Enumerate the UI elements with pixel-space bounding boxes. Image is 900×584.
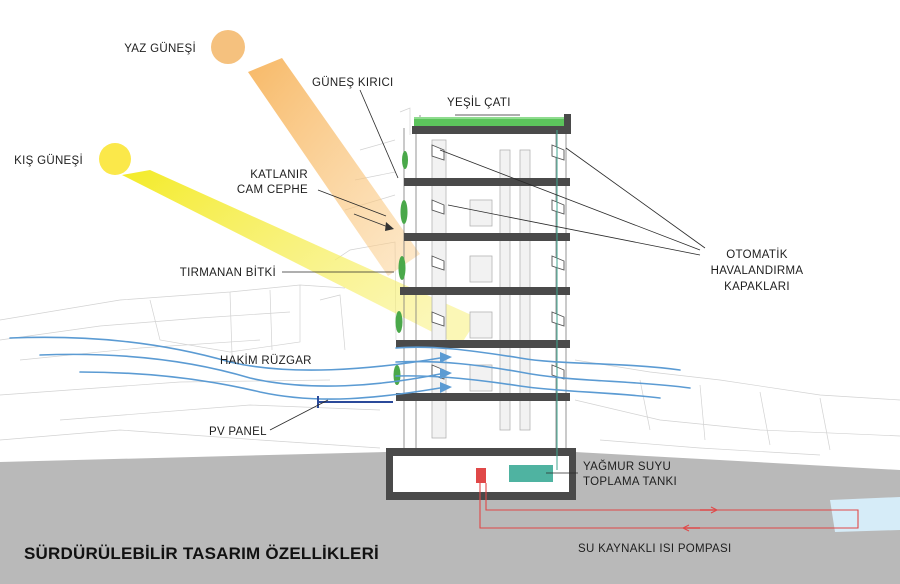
folding-glass-label-line1: KATLANIR (250, 169, 308, 181)
floor-slab (396, 340, 570, 348)
labels: YAZ GÜNEŞİ KIŞ GÜNEŞİ GÜNEŞ KIRICI YEŞİL… (14, 42, 803, 563)
floor-slabs (396, 114, 571, 401)
heat-pump-label: SU KAYNAKLI ISI POMPASI (578, 543, 731, 555)
rain-tank-label-line1: YAĞMUR SUYU (583, 460, 671, 473)
rain-tank-label-line2: TOPLAMA TANKI (583, 476, 677, 488)
winter-sun-beam (122, 170, 478, 346)
folding-glass-arrow (353, 213, 394, 231)
folding-glass-label-line2: CAM CEPHE (237, 184, 308, 196)
auto-vent-label-line3: KAPAKLARI (724, 281, 790, 293)
sun-beams (122, 58, 478, 346)
wind-arrows (9, 336, 691, 400)
auto-vent-label-line1: OTOMATİK (726, 248, 787, 261)
wind-arrowheads (440, 352, 452, 393)
heat-pump-pipe (476, 468, 859, 532)
leader-lines (269, 89, 706, 474)
building-section (386, 114, 576, 500)
pv-panel-icon (317, 396, 393, 408)
summer-sun-icon (211, 30, 245, 64)
winter-sun-label: KIŞ GÜNEŞİ (14, 154, 83, 167)
climbing-plant-shapes (393, 151, 408, 385)
floor-slab (400, 287, 570, 295)
floor-slab (412, 126, 570, 134)
climbing-plant-label: TIRMANAN BİTKİ (180, 266, 276, 279)
water-body (830, 497, 900, 532)
prevailing-wind-label: HAKİM RÜZGAR (220, 354, 312, 367)
rainwater-tank (509, 465, 553, 482)
pv-panel-label: PV PANEL (209, 426, 267, 438)
diagram-title: SÜRDÜRÜLEBİLİR TASARIM ÖZELLİKLERİ (24, 544, 379, 563)
green-roof-label: YEŞİL ÇATI (447, 96, 511, 109)
summer-sun-beam (248, 58, 420, 276)
winter-sun-icon (99, 143, 131, 175)
floor-slab (404, 233, 570, 241)
floor-slab (404, 178, 570, 186)
green-roof-strip (414, 119, 564, 126)
ground (0, 452, 900, 584)
summer-sun-label: YAZ GÜNEŞİ (124, 42, 196, 55)
floor-slab (396, 393, 570, 401)
sun-breaker-label: GÜNEŞ KIRICI (312, 77, 394, 89)
auto-vent-label-line2: HAVALANDIRMA (711, 265, 804, 277)
